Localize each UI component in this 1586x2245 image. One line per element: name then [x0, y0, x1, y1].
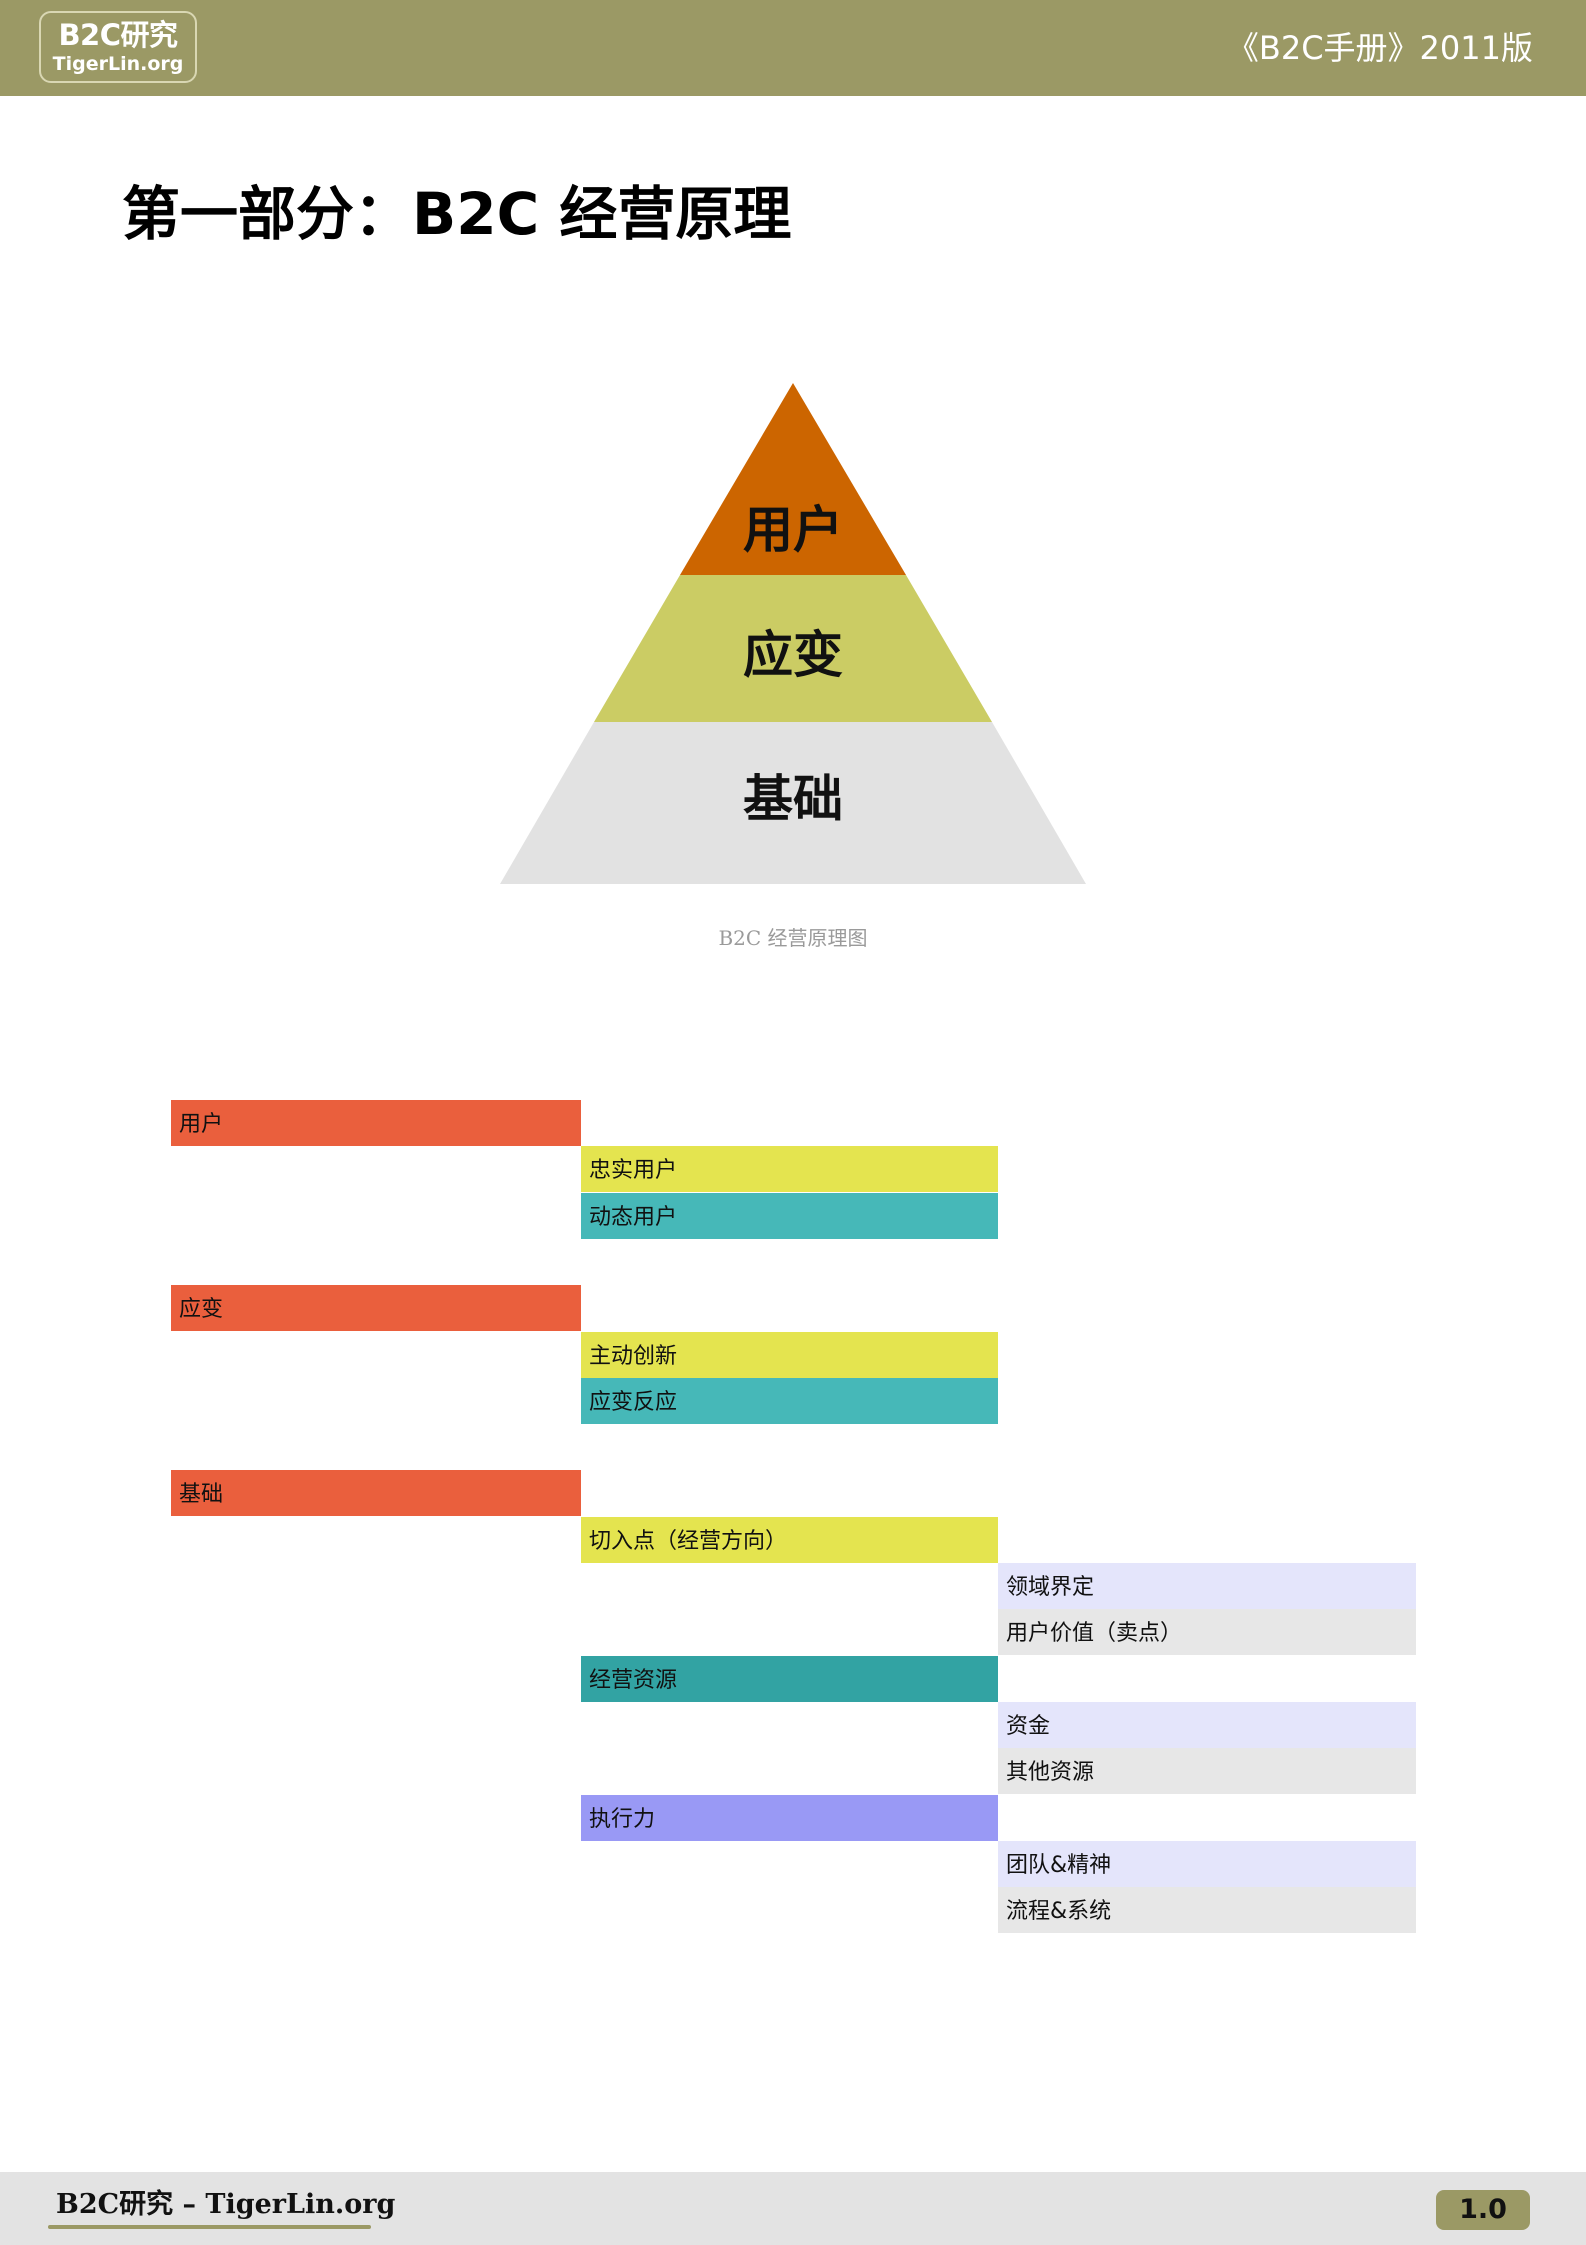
- tree-level2-business-resources: 经营资源: [581, 1656, 998, 1702]
- pyramid-level-bottom: [500, 722, 1086, 884]
- tree-level3-user-value: 用户价值（卖点）: [998, 1609, 1416, 1655]
- logo: B2C研究 TigerLin.org: [39, 11, 197, 83]
- tree-level3-team-spirit: 团队&精神: [998, 1841, 1416, 1887]
- footer-underline: [48, 2225, 371, 2229]
- pyramid-label-middle: 应变: [743, 626, 843, 684]
- pyramid-diagram: 用户 应变 基础: [500, 383, 1086, 884]
- tree-level1-user: 用户: [171, 1100, 581, 1146]
- page-footer: B2C研究 – TigerLin.org 1.0: [0, 2172, 1586, 2245]
- tree-level3-domain-definition: 领域界定: [998, 1563, 1416, 1609]
- tree-level2-execution: 执行力: [581, 1795, 998, 1841]
- tree-level3-other-resources: 其他资源: [998, 1748, 1416, 1794]
- logo-line1: B2C研究: [58, 18, 178, 52]
- tree-level1-foundation: 基础: [171, 1470, 581, 1516]
- tree-level2-dynamic-users: 动态用户: [581, 1193, 998, 1239]
- logo-line2: TigerLin.org: [52, 53, 184, 75]
- tree-level2-adaptive-reaction: 应变反应: [581, 1378, 998, 1424]
- tree-level3-process-system: 流程&系统: [998, 1887, 1416, 1933]
- tree-level3-capital: 资金: [998, 1702, 1416, 1748]
- tree-level1-adapt: 应变: [171, 1285, 581, 1331]
- pyramid-label-top: 用户: [743, 501, 843, 559]
- pyramid-caption: B2C 经营原理图: [718, 926, 868, 950]
- version-badge: 1.0: [1436, 2190, 1530, 2230]
- page-header: B2C研究 TigerLin.org 《B2C手册》2011版: [0, 0, 1586, 96]
- header-title: 《B2C手册》2011版: [1226, 29, 1533, 67]
- tree-level2-entry-point: 切入点（经营方向）: [581, 1517, 998, 1563]
- tree-level2-active-innovation: 主动创新: [581, 1332, 998, 1378]
- tree-level2-loyal-users: 忠实用户: [581, 1146, 998, 1192]
- pyramid-level-middle: [594, 575, 992, 722]
- footer-brand: B2C研究 – TigerLin.org: [56, 2189, 396, 2220]
- pyramid-label-bottom: 基础: [743, 770, 843, 828]
- pyramid-level-top: [680, 383, 906, 575]
- page-title: 第一部分：B2C 经营原理: [122, 180, 792, 248]
